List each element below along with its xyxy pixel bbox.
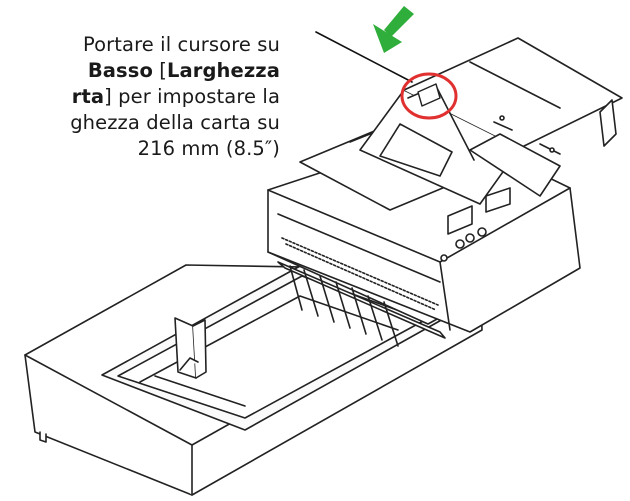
input-tray	[359, 37, 623, 205]
caption-bold-larghezza: Larghezza	[166, 59, 280, 82]
caption-line-3-rest: ] per impostare la	[104, 85, 280, 108]
caption-line-1: Portare il cursore su	[82, 33, 280, 56]
document-stop	[174, 317, 207, 379]
caption-line-2: Basso [Larghezza	[0, 58, 280, 84]
leader-line	[315, 31, 413, 83]
caption-bold-basso: Basso	[87, 59, 153, 82]
caption-line-4: ghezza della carta su	[70, 111, 280, 134]
down-arrow-icon	[373, 6, 414, 53]
flatbed-base	[24, 264, 483, 496]
width-slider	[417, 83, 441, 107]
caption-line-3: rta] per impostare la	[0, 84, 280, 110]
caption-line-5: 216 mm (8.5″)	[137, 137, 280, 160]
highlight-circle-icon	[400, 72, 458, 120]
instruction-caption: Portare il cursore su Basso [Larghezza r…	[0, 32, 280, 162]
caption-bracket: [	[152, 59, 167, 82]
caption-bold-carta: rta	[71, 85, 105, 108]
